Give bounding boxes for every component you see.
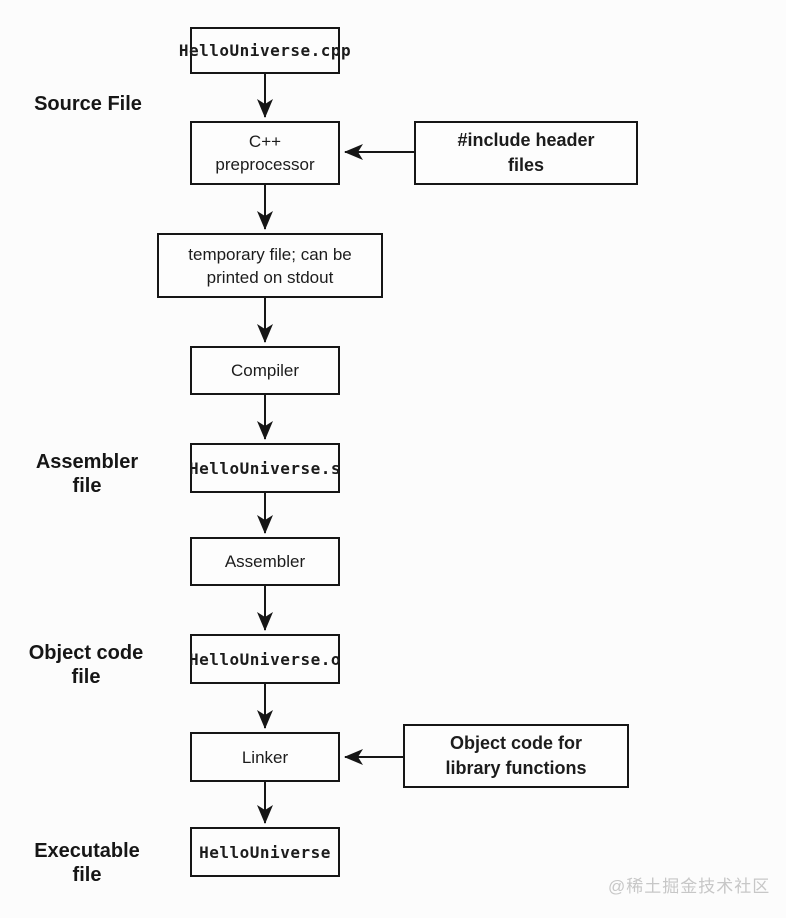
node-linker: Linker [190, 732, 340, 782]
node-object-file: HelloUniverse.o [189, 634, 341, 684]
node-include-headers: #include header files [414, 121, 638, 185]
watermark-text: @稀土掘金技术社区 [608, 877, 771, 896]
node-assembly-file: HelloUniverse.s [189, 443, 341, 493]
node-executable-file: HelloUniverse [190, 827, 340, 877]
node-source-file: HelloUniverse.cpp [179, 27, 351, 74]
node-assembler: Assembler [190, 537, 340, 586]
node-library-object-code: Object code for library functions [403, 724, 629, 788]
stage-label-object-code-file: Object code file [28, 642, 144, 688]
node-temp-file: temporary file; can be printed on stdout [157, 233, 383, 298]
node-compiler: Compiler [190, 346, 340, 395]
node-preprocessor: C++ preprocessor [190, 121, 340, 185]
stage-label-source-file: Source File [34, 93, 142, 115]
stage-label-assembler-file: Assembler file [35, 451, 139, 497]
stage-label-executable-file: Executable file [34, 840, 140, 886]
